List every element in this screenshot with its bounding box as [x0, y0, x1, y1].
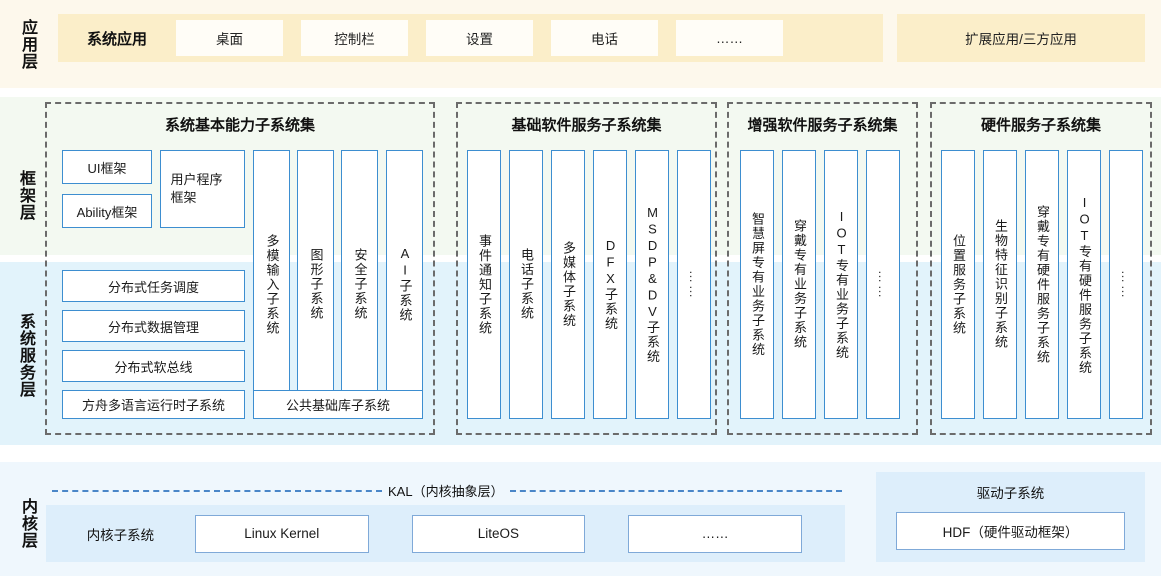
group-hardware-service: 硬件服务子系统集 [930, 102, 1152, 435]
column-enhanced-more[interactable]: …… [866, 150, 900, 419]
group-basic-software-service: 基础软件服务子系统集 [456, 102, 717, 435]
column-msdp-dv[interactable]: MSDP&DV子系统 [635, 150, 669, 419]
extension-apps-box[interactable]: 扩展应用/三方应用 [897, 14, 1145, 62]
app-box-control-panel[interactable]: 控制栏 [301, 20, 408, 56]
box-ability-framework[interactable]: Ability框架 [62, 194, 152, 228]
column-basic-software-more[interactable]: …… [677, 150, 711, 419]
box-ui-framework[interactable]: UI框架 [62, 150, 152, 184]
app-box-phone[interactable]: 电话 [551, 20, 658, 56]
driver-subsystem-strip: 驱动子系统 HDF（硬件驱动框架） [876, 472, 1145, 562]
column-multimedia[interactable]: 多媒体子系统 [551, 150, 585, 419]
driver-subsystem-title: 驱动子系统 [976, 486, 1045, 501]
app-box-settings[interactable]: 设置 [426, 20, 533, 56]
app-box-desktop[interactable]: 桌面 [176, 20, 283, 56]
app-box-more[interactable]: …… [676, 20, 783, 56]
column-iot-service[interactable]: IOT专有业务子系统 [824, 150, 858, 419]
column-smart-screen-service[interactable]: 智慧屏专有业务子系统 [740, 150, 774, 419]
kal-dashed-line-right [510, 490, 842, 492]
column-wearable-service[interactable]: 穿戴专有业务子系统 [782, 150, 816, 419]
kernel-layer-label: 内核层 [19, 497, 36, 549]
box-distributed-task-scheduling[interactable]: 分布式任务调度 [62, 270, 245, 302]
column-security-subsystem[interactable]: 安全子系统 [341, 150, 378, 419]
system-service-layer-label: 系统服务层 [17, 312, 34, 398]
kernel-subsystem-title: 内核子系统 [86, 527, 155, 543]
group-basic-software-service-title: 基础软件服务子系统集 [511, 117, 662, 134]
group-hardware-service-title: 硬件服务子系统集 [980, 117, 1101, 134]
column-dfx[interactable]: DFX子系统 [593, 150, 627, 419]
application-layer-label: 应用层 [19, 18, 36, 70]
box-ark-runtime[interactable]: 方舟多语言运行时子系统 [62, 390, 245, 419]
group-enhanced-software-service: 增强软件服务子系统集 [727, 102, 918, 435]
driver-box-hdf[interactable]: HDF（硬件驱动框架） [896, 512, 1125, 550]
column-wearable-hardware-service[interactable]: 穿戴专有硬件服务子系统 [1025, 150, 1059, 419]
column-iot-hardware-service[interactable]: IOT专有硬件服务子系统 [1067, 150, 1101, 419]
column-hardware-more[interactable]: …… [1109, 150, 1143, 419]
column-location-service[interactable]: 位置服务子系统 [941, 150, 975, 419]
box-common-library[interactable]: 公共基础库子系统 [253, 390, 423, 419]
column-ai-subsystem[interactable]: AI子系统 [386, 150, 423, 419]
box-distributed-soft-bus[interactable]: 分布式软总线 [62, 350, 245, 382]
group-basic-capability: 系统基本能力子系统集 [45, 102, 435, 435]
framework-layer-label: 框架层 [17, 169, 34, 221]
column-telephony[interactable]: 电话子系统 [509, 150, 543, 419]
box-user-program-framework-label: 用户程序框架 [170, 172, 223, 205]
group-enhanced-software-service-title: 增强软件服务子系统集 [747, 117, 898, 134]
column-multimodal-input[interactable]: 多模输入子系统 [253, 150, 290, 419]
column-biometric-recognition[interactable]: 生物特征识别子系统 [983, 150, 1017, 419]
group-basic-capability-title: 系统基本能力子系统集 [164, 117, 315, 134]
kernel-subsystem-strip: 内核子系统 Linux Kernel LiteOS …… [46, 505, 845, 562]
kernel-box-liteos[interactable]: LiteOS [411, 514, 586, 553]
kernel-box-linux[interactable]: Linux Kernel [194, 514, 369, 553]
column-event-notification[interactable]: 事件通知子系统 [467, 150, 501, 419]
system-apps-title: 系统应用 [86, 30, 147, 48]
kernel-box-more[interactable]: …… [628, 514, 802, 553]
system-apps-strip: 系统应用 桌面 控制栏 设置 电话 …… [58, 14, 883, 62]
box-user-program-framework[interactable]: 用户程序框架 [160, 150, 245, 228]
kal-label: KAL（内核抽象层） [382, 481, 510, 500]
column-graphics-subsystem[interactable]: 图形子系统 [297, 150, 334, 419]
box-distributed-data-management[interactable]: 分布式数据管理 [62, 310, 245, 342]
kal-dashed-line-left [52, 490, 382, 492]
